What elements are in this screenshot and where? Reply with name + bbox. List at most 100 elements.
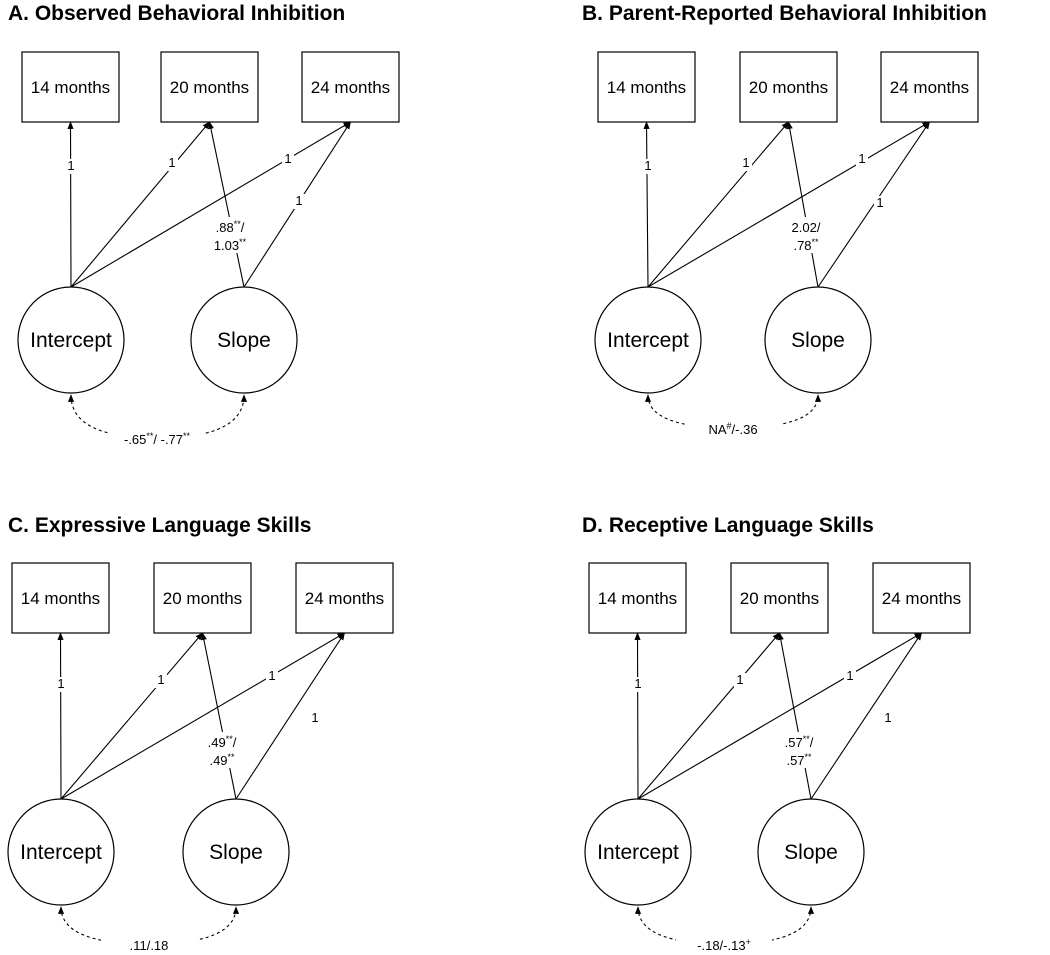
intercept-to-24-edge	[60, 632, 346, 800]
svg-text:-.18/-.13+: -.18/-.13+	[697, 937, 751, 953]
svg-text:1: 1	[284, 151, 291, 166]
correlation-label: -.18/-.13+	[676, 936, 772, 953]
correlation-edge	[67, 394, 248, 439]
svg-text:1: 1	[634, 676, 641, 691]
correlation-label: -.65**/ -.77**	[109, 430, 205, 447]
correlation-edge	[644, 394, 822, 429]
svg-text:1: 1	[311, 710, 318, 725]
loading-label: 1	[642, 158, 654, 174]
loading-label: 1	[740, 155, 752, 171]
observed-box	[295, 562, 394, 634]
intercept-to-24-edge	[70, 121, 352, 288]
slope-20-loading-label: 2.02/ .78**	[784, 217, 828, 253]
loading-label: 1	[155, 672, 167, 688]
observed-box	[160, 51, 259, 123]
loading-label: 1	[844, 668, 856, 684]
intercept-to-24-edge	[637, 632, 923, 800]
slope-node	[190, 286, 298, 394]
observed-label: 20 months	[749, 78, 828, 97]
intercept-to-20-edge	[637, 632, 780, 800]
panel-title: D. Receptive Language Skills	[582, 514, 874, 537]
panel-title: C. Expressive Language Skills	[8, 514, 311, 537]
intercept-node-label: Intercept	[607, 329, 689, 352]
loading-label: 1	[882, 710, 894, 726]
intercept-to-14-edge	[57, 632, 64, 800]
intercept-to-14-edge	[67, 121, 74, 288]
observed-label: 24 months	[882, 589, 961, 608]
svg-text:1: 1	[858, 151, 865, 166]
slope-node-label: Slope	[784, 841, 838, 864]
svg-text:1: 1	[295, 193, 302, 208]
svg-text:.49**: .49**	[209, 752, 235, 768]
loading-label: 1	[166, 155, 178, 171]
slope-20-loading-label: .49**/ .49**	[200, 732, 244, 768]
loading-label: 1	[874, 195, 886, 211]
svg-text:1: 1	[57, 676, 64, 691]
svg-text:1: 1	[157, 672, 164, 687]
observed-box	[730, 562, 829, 634]
slope-node-label: Slope	[209, 841, 263, 864]
panel-b: B. Parent-Reported Behavioral Inhibition…	[582, 2, 987, 437]
svg-text:1: 1	[67, 158, 74, 173]
slope-node-label: Slope	[791, 329, 845, 352]
observed-label: 20 months	[170, 78, 249, 97]
slope-to-20-edge	[786, 121, 819, 288]
intercept-to-14-edge	[643, 121, 650, 288]
loading-label: 1	[266, 668, 278, 684]
intercept-node-label: Intercept	[597, 841, 679, 864]
slope-node-label: Slope	[217, 329, 271, 352]
svg-text:2.02/: 2.02/	[792, 220, 821, 235]
slope-to-24-edge	[235, 632, 345, 800]
observed-box	[739, 51, 838, 123]
slope-20-loading-label: .88**/1.03**	[208, 217, 252, 253]
svg-text:1: 1	[736, 672, 743, 687]
intercept-node	[17, 286, 125, 394]
observed-label: 14 months	[607, 78, 686, 97]
svg-text:.78**: .78**	[793, 237, 819, 253]
slope-to-24-edge	[810, 632, 922, 800]
slope-20-loading-label: .57**/.57**	[777, 732, 821, 768]
intercept-to-20-edge	[60, 632, 203, 800]
observed-label: 24 months	[311, 78, 390, 97]
observed-box	[872, 562, 971, 634]
svg-text:1: 1	[644, 158, 651, 173]
slope-node	[182, 798, 290, 906]
svg-text:-.65**/ -.77**: -.65**/ -.77**	[124, 431, 191, 447]
svg-text:NA#/-.36: NA#/-.36	[708, 421, 757, 437]
svg-text:.11/.18: .11/.18	[130, 938, 169, 953]
svg-text:1: 1	[742, 155, 749, 170]
loading-label: 1	[309, 710, 321, 726]
intercept-node-label: Intercept	[30, 329, 112, 352]
observed-box	[880, 51, 979, 123]
svg-text:1: 1	[876, 195, 883, 210]
svg-text:1: 1	[168, 155, 175, 170]
intercept-to-24-edge	[647, 121, 931, 288]
svg-text:1: 1	[268, 668, 275, 683]
observed-box	[301, 51, 400, 123]
slope-to-20-edge	[200, 632, 237, 800]
intercept-to-20-edge	[647, 121, 789, 288]
intercept-node	[584, 798, 692, 906]
loading-label: 1	[856, 151, 868, 167]
observed-label: 20 months	[740, 589, 819, 608]
intercept-node	[7, 798, 115, 906]
correlation-label: NA#/-.36	[685, 420, 781, 437]
svg-text:.49**/: .49**/	[208, 734, 237, 750]
slope-to-20-edge	[207, 121, 245, 288]
svg-text:1.03**: 1.03**	[214, 237, 247, 253]
observed-box	[153, 562, 252, 634]
observed-label: 20 months	[163, 589, 242, 608]
loading-label: 1	[632, 676, 644, 692]
svg-text:1: 1	[846, 668, 853, 683]
observed-box	[11, 562, 110, 634]
loading-label: 1	[282, 151, 294, 167]
observed-label: 14 months	[21, 589, 100, 608]
loading-label: 1	[734, 672, 746, 688]
intercept-to-20-edge	[70, 121, 210, 288]
observed-label: 24 months	[305, 589, 384, 608]
svg-text:.57**/: .57**/	[785, 734, 814, 750]
observed-box	[21, 51, 120, 123]
